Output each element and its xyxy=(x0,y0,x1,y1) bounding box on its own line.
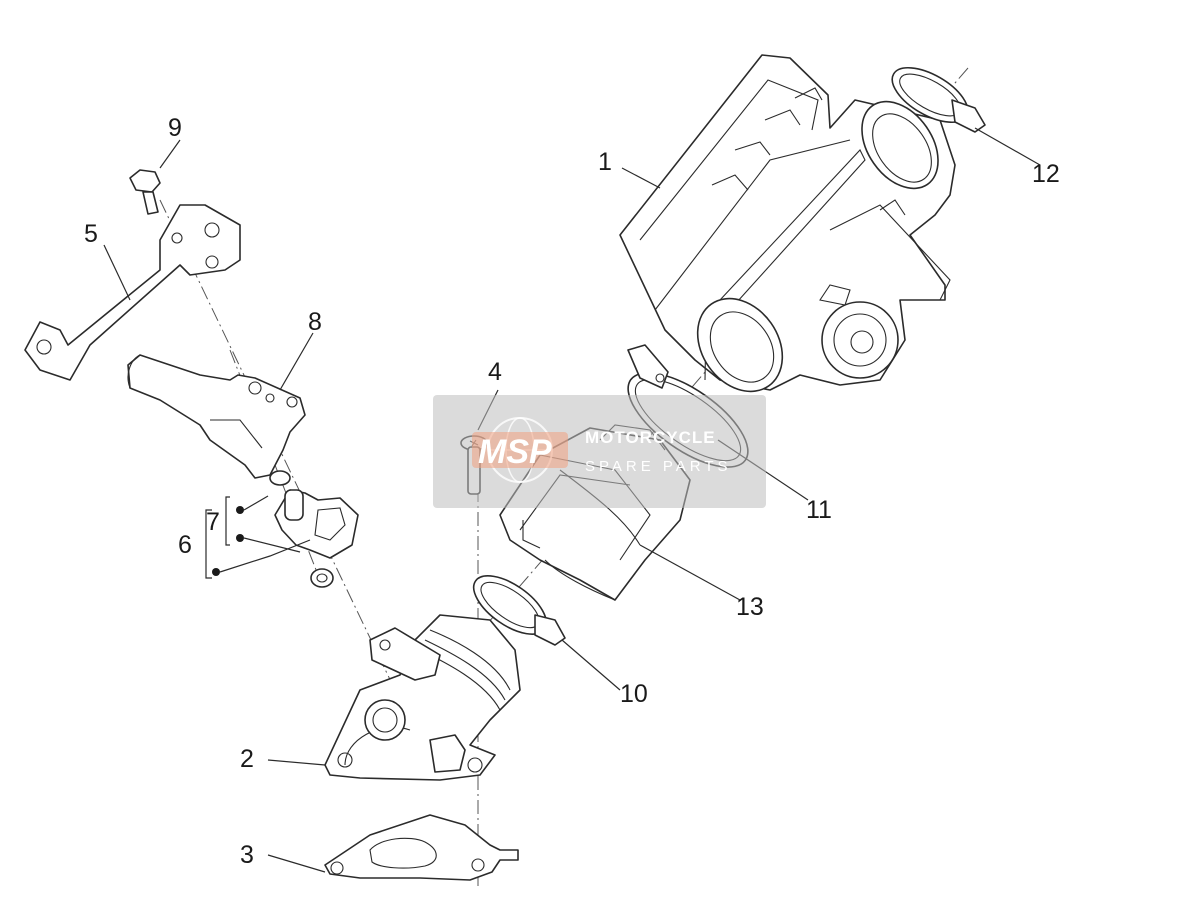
callout-5: 5 xyxy=(84,220,98,248)
watermark-box xyxy=(433,395,766,508)
callout-13: 13 xyxy=(736,593,764,621)
callout-6: 6 xyxy=(178,531,192,559)
callout-12: 12 xyxy=(1032,160,1060,188)
hose-clamp-12 xyxy=(891,66,986,133)
callout-numbers: 1 2 3 4 5 6 7 8 9 10 11 12 13 xyxy=(84,114,1060,869)
callout-3: 3 xyxy=(240,841,254,869)
sensor-bracket-8 xyxy=(127,354,306,486)
group-brackets xyxy=(205,495,311,579)
callout-10: 10 xyxy=(620,680,648,708)
callout-7: 7 xyxy=(206,508,220,536)
bolt-9 xyxy=(129,169,161,215)
watermark-logo: MSP xyxy=(478,433,552,471)
callout-8: 8 xyxy=(308,308,322,336)
callout-4: 4 xyxy=(488,358,502,386)
watermark-line-2: SPARE PARTS xyxy=(585,458,732,475)
bracket-5 xyxy=(24,204,241,381)
leader-lines xyxy=(103,127,1041,873)
watermark: MSP MOTORCYCLE SPARE PARTS xyxy=(433,395,766,508)
sensor-6 xyxy=(274,489,359,588)
callout-9: 9 xyxy=(168,114,182,142)
gasket-3 xyxy=(324,814,519,881)
intake-manifold-2 xyxy=(324,614,521,781)
callout-1: 1 xyxy=(598,148,612,176)
callout-11: 11 xyxy=(806,496,832,524)
watermark-line-1: MOTORCYCLE xyxy=(585,428,716,447)
callout-2: 2 xyxy=(240,745,254,773)
throttle-body xyxy=(619,54,956,393)
hose-clamp-10 xyxy=(472,575,566,646)
